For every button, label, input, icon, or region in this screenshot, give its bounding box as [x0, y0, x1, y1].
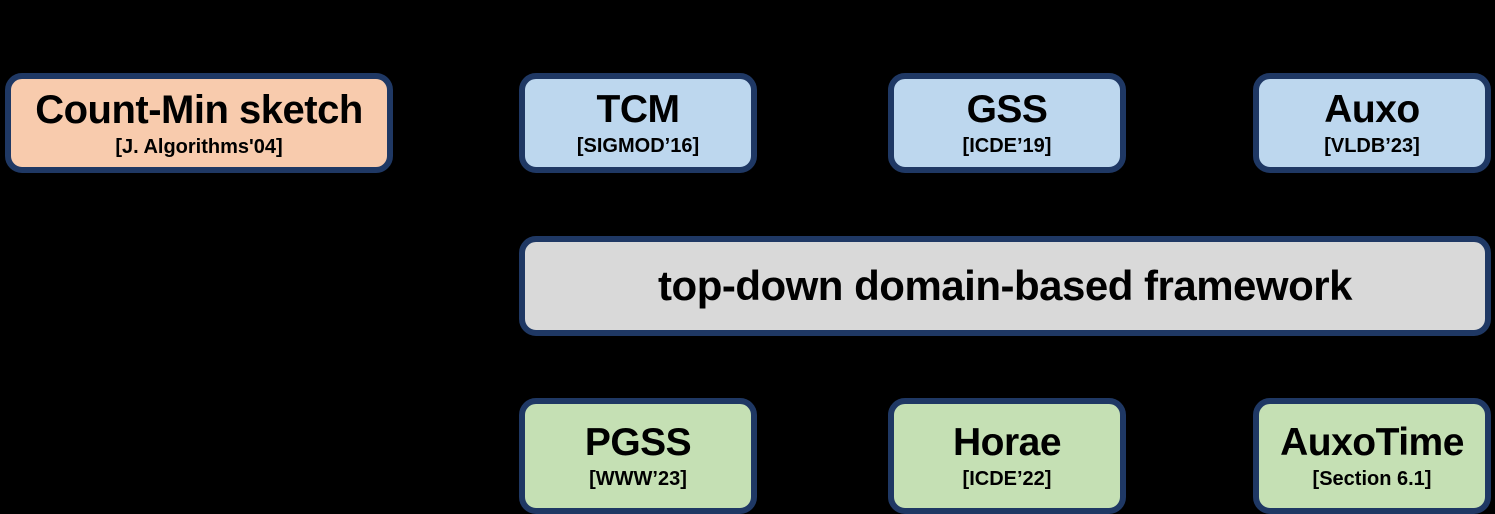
connector-framework-to-horae — [1005, 336, 1009, 398]
node-title: GSS — [966, 88, 1048, 131]
connector-auxo-to-framework — [1370, 173, 1374, 236]
node-auxotime[interactable]: AuxoTime [Section 6.1] — [1253, 398, 1491, 514]
node-venue: [J. Algorithms'04] — [115, 135, 283, 158]
connector-gss-to-framework — [1005, 173, 1009, 236]
node-title: Auxo — [1324, 88, 1420, 131]
node-tcm[interactable]: TCM [SIGMOD’16] — [519, 73, 757, 173]
node-horae[interactable]: Horae [ICDE’22] — [888, 398, 1126, 514]
node-title: PGSS — [584, 421, 692, 464]
connector-framework-to-auxotime — [1370, 336, 1374, 398]
node-venue: [WWW’23] — [589, 468, 687, 490]
node-venue: [VLDB’23] — [1324, 135, 1420, 157]
node-title: AuxoTime — [1280, 421, 1464, 464]
node-venue: [SIGMOD’16] — [576, 135, 700, 157]
connector-framework-to-pgss — [636, 336, 640, 398]
node-venue: [ICDE’22] — [962, 468, 1052, 490]
node-title: Horae — [952, 421, 1062, 464]
framework-title: top-down domain-based framework — [658, 262, 1352, 309]
node-count-min-sketch[interactable]: Count-Min sketch [J. Algorithms'04] — [5, 73, 393, 173]
node-framework-bar[interactable]: top-down domain-based framework — [519, 236, 1491, 336]
node-pgss[interactable]: PGSS [WWW’23] — [519, 398, 757, 514]
diagram-canvas: Count-Min sketch [J. Algorithms'04] TCM … — [5, 73, 1491, 514]
node-venue: [ICDE’19] — [962, 135, 1052, 157]
node-title: TCM — [596, 88, 680, 131]
node-auxo[interactable]: Auxo [VLDB’23] — [1253, 73, 1491, 173]
node-title: Count-Min sketch — [35, 87, 363, 132]
node-gss[interactable]: GSS [ICDE’19] — [888, 73, 1126, 173]
node-venue: [Section 6.1] — [1312, 468, 1432, 490]
connector-tcm-to-framework — [636, 173, 640, 236]
